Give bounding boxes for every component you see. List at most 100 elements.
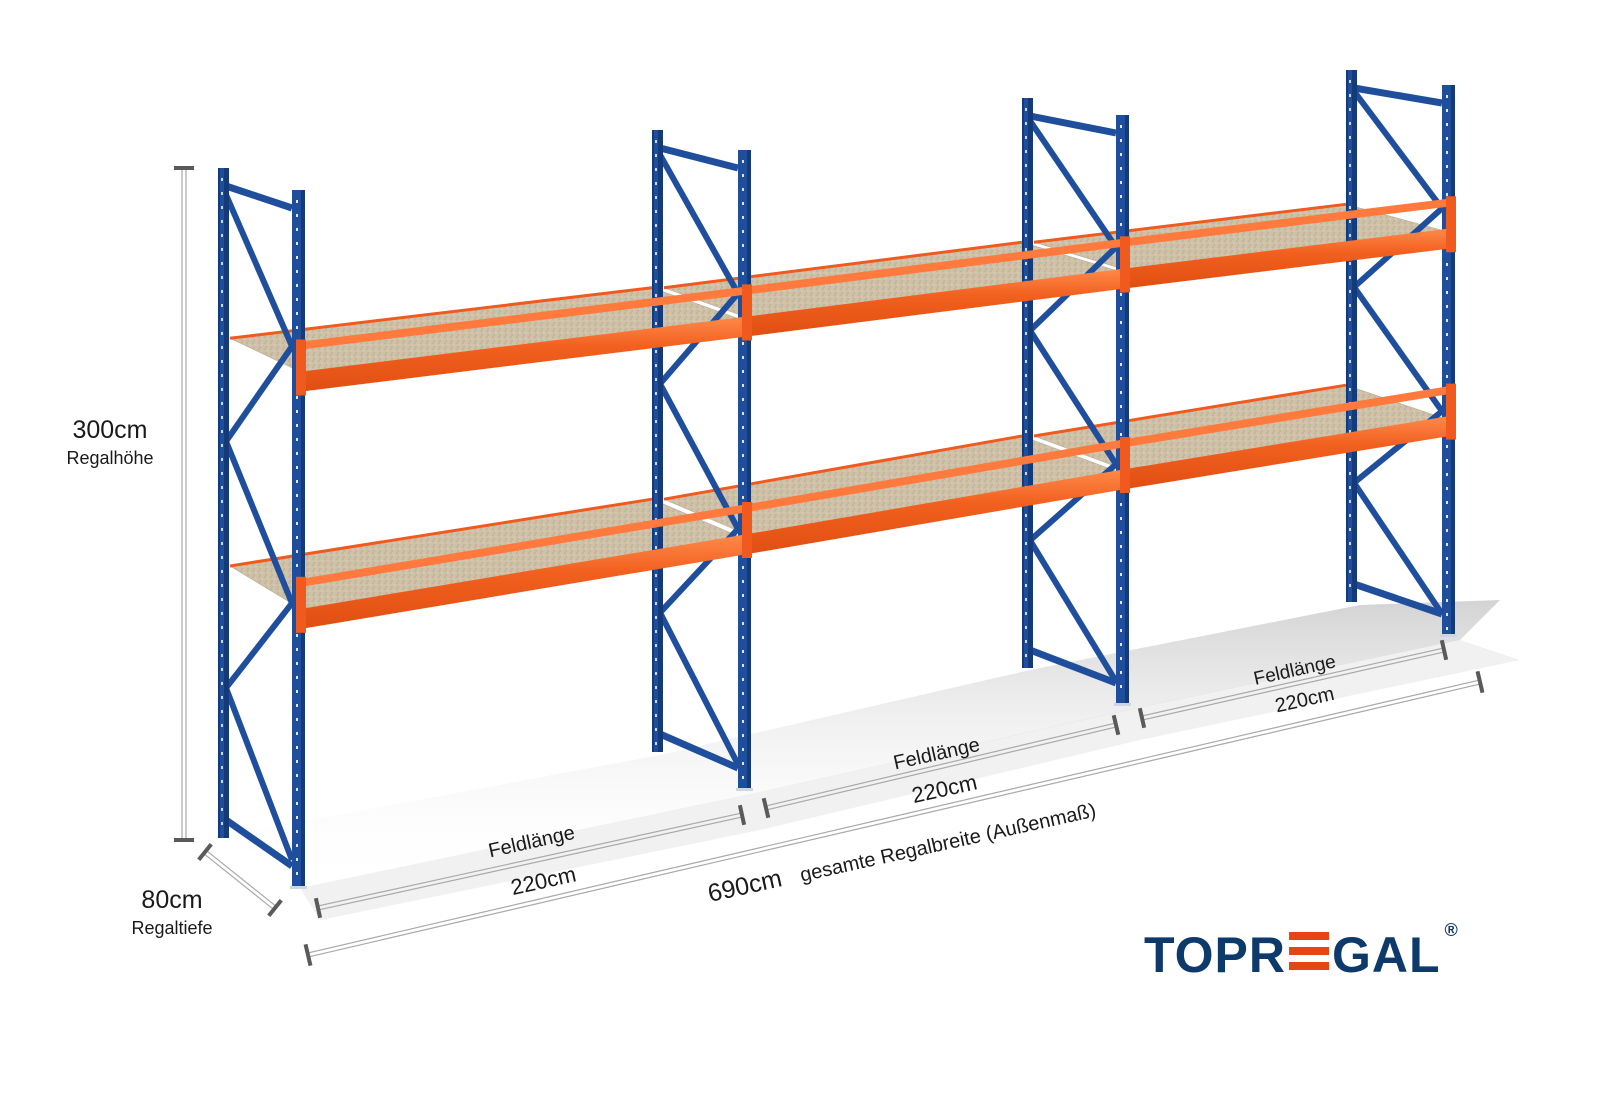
upright-hole xyxy=(655,434,657,437)
upright-hole xyxy=(1349,472,1351,475)
upright-hole xyxy=(1025,150,1027,153)
upright-hole xyxy=(655,140,657,143)
upright-hole xyxy=(221,416,223,419)
upright-hole xyxy=(1025,528,1027,531)
upright-hole xyxy=(296,732,298,735)
upright-hole xyxy=(1120,153,1122,156)
upright-hole xyxy=(296,508,298,511)
upright-hole xyxy=(1120,685,1122,688)
upright-hole xyxy=(1446,445,1448,448)
upright-hole xyxy=(221,276,223,279)
upright-hole xyxy=(1120,363,1122,366)
upright-frame-2 xyxy=(652,130,753,791)
upright-hole xyxy=(1120,601,1122,604)
upright-hole xyxy=(655,504,657,507)
depth-dimension xyxy=(197,842,283,918)
upright-hole xyxy=(1025,360,1027,363)
upright-hole xyxy=(655,280,657,283)
upright-hole xyxy=(1120,293,1122,296)
upright-hole xyxy=(655,196,657,199)
upright-hole xyxy=(742,748,744,751)
upright-hole xyxy=(1120,335,1122,338)
upright-hole xyxy=(1446,529,1448,532)
beam-connector xyxy=(1120,236,1130,293)
upright-hole xyxy=(296,774,298,777)
bay-3-dimension-line xyxy=(1141,647,1444,717)
frame-diagonal-brace xyxy=(223,344,295,444)
upright-hole xyxy=(655,350,657,353)
frame-diagonal-brace xyxy=(1351,481,1445,616)
depth-dimension-line xyxy=(205,849,277,907)
upright-hole xyxy=(1349,304,1351,307)
front-rail xyxy=(748,238,1126,295)
upright-hole xyxy=(1120,125,1122,128)
foot-plate xyxy=(1440,634,1457,637)
upright-hole xyxy=(1446,627,1448,630)
frame-diagonal-brace xyxy=(657,611,741,766)
upright-hole xyxy=(742,244,744,247)
back-beam xyxy=(663,434,1023,501)
upright-hole xyxy=(1120,223,1122,226)
depth-value: 80cm xyxy=(141,886,202,914)
front-beam xyxy=(302,316,748,392)
front-beam xyxy=(1126,228,1452,289)
upright-hole xyxy=(1120,657,1122,660)
front-upright-side xyxy=(1125,115,1129,705)
upright-hole xyxy=(1025,332,1027,335)
upright-hole xyxy=(655,266,657,269)
total-width-dimension xyxy=(303,670,1485,967)
upright-hole xyxy=(1349,332,1351,335)
upright-hole xyxy=(221,374,223,377)
upright-hole xyxy=(742,580,744,583)
upright-hole xyxy=(655,462,657,465)
upright-hole xyxy=(742,454,744,457)
upright-hole xyxy=(1446,151,1448,154)
upright-hole xyxy=(1025,640,1027,643)
upright-hole xyxy=(742,188,744,191)
upright-hole xyxy=(1120,503,1122,506)
upright-hole xyxy=(1025,346,1027,349)
bay-1-dimension-line xyxy=(318,816,743,911)
upright-hole xyxy=(296,270,298,273)
upright-hole xyxy=(296,200,298,203)
upright-hole xyxy=(296,326,298,329)
total-width-dimension-line xyxy=(308,683,1481,958)
upright-hole xyxy=(221,626,223,629)
front-upright-side xyxy=(1451,85,1455,636)
upright-hole xyxy=(296,214,298,217)
depth-dimension-line xyxy=(203,853,275,911)
upright-hole xyxy=(1446,571,1448,574)
upright-hole xyxy=(1120,377,1122,380)
upright-hole xyxy=(296,718,298,721)
upright-hole xyxy=(1120,517,1122,520)
upright-hole xyxy=(221,192,223,195)
upright-hole xyxy=(1025,402,1027,405)
upright-hole xyxy=(742,216,744,219)
upright-hole xyxy=(655,182,657,185)
upright-hole xyxy=(1349,206,1351,209)
upright-hole xyxy=(742,482,744,485)
upright-hole xyxy=(1120,139,1122,142)
upright-hole xyxy=(1025,570,1027,573)
depth-dimension-cap xyxy=(197,842,213,862)
upright-hole xyxy=(1446,361,1448,364)
upright-hole xyxy=(221,542,223,545)
upright-hole xyxy=(655,574,657,577)
upright-hole xyxy=(221,710,223,713)
upright-hole xyxy=(742,468,744,471)
frame-bottom-brace xyxy=(223,817,295,869)
upright-frame-4 xyxy=(1346,70,1457,637)
upright-hole xyxy=(221,696,223,699)
upright-hole xyxy=(1349,458,1351,461)
upright-hole xyxy=(655,238,657,241)
upright-hole xyxy=(655,322,657,325)
frame-diagonal-brace xyxy=(223,686,295,862)
upright-hole xyxy=(655,476,657,479)
upright-hole xyxy=(221,360,223,363)
upright-hole xyxy=(1025,234,1027,237)
beam-connector xyxy=(1120,437,1130,493)
upright-hole xyxy=(296,788,298,791)
upright-hole xyxy=(742,202,744,205)
upright-hole xyxy=(1025,122,1027,125)
upright-hole xyxy=(655,532,657,535)
